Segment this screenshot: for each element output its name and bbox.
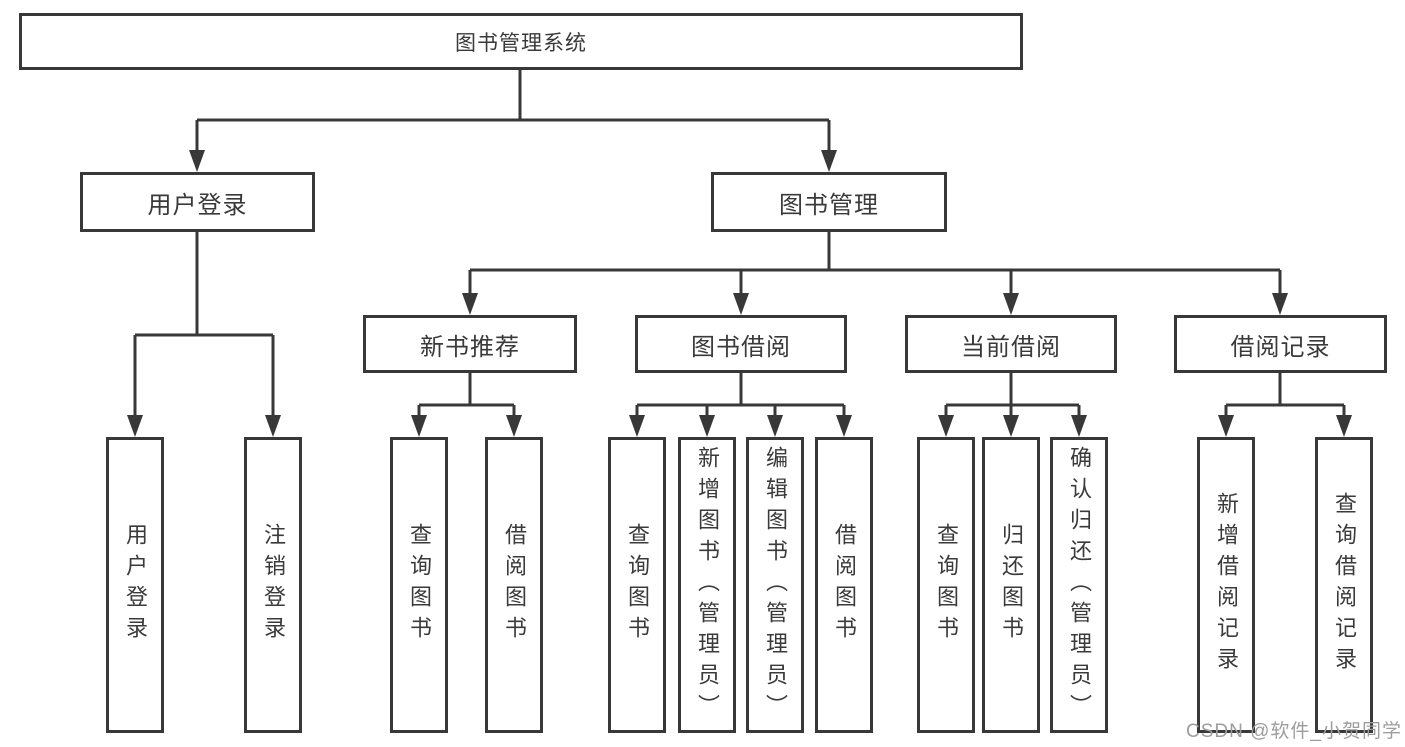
connector-book-borrowing-children	[629, 373, 852, 437]
node-leaf-borrowing-query-books: 查询图书	[608, 437, 666, 733]
node-leaf-return-books: 归还图书	[982, 437, 1040, 733]
connector-user-login-children	[127, 232, 281, 437]
connector-borrowing-records-children	[1218, 373, 1352, 437]
node-leaf-user-login: 用户登录	[106, 437, 164, 733]
csdn-watermark: CSDN @软件_小贺同学	[1186, 721, 1402, 742]
node-leaf-newbook-query-books: 查询图书	[390, 437, 448, 733]
node-leaf-newbook-borrow-books: 借阅图书	[485, 437, 543, 733]
node-new-book-recommend: 新书推荐	[363, 315, 577, 373]
node-book-borrowing: 图书借阅	[635, 315, 847, 373]
node-leaf-confirm-return-admin: 确认归还（管理员）	[1050, 437, 1108, 733]
node-library-management-system: 图书管理系统	[19, 13, 1023, 70]
connector-book-management-children	[462, 232, 1288, 315]
node-current-borrowing: 当前借阅	[905, 315, 1117, 373]
connector-new-book-children	[411, 373, 522, 437]
node-borrowing-records: 借阅记录	[1174, 315, 1387, 373]
connector-current-borrowing-children	[938, 373, 1087, 437]
node-leaf-borrowing-borrow-books: 借阅图书	[815, 437, 873, 733]
node-leaf-logout-login: 注销登录	[244, 437, 302, 733]
node-user-login: 用户登录	[80, 172, 315, 232]
node-leaf-current-query-books: 查询图书	[917, 437, 975, 733]
node-book-management: 图书管理	[711, 172, 947, 232]
node-leaf-add-borrow-record: 新增借阅记录	[1197, 437, 1255, 733]
connector-root-to-level2	[189, 70, 837, 172]
node-leaf-add-books-admin: 新增图书（管理员）	[678, 437, 736, 733]
node-leaf-query-borrow-record: 查询借阅记录	[1315, 437, 1373, 733]
node-leaf-edit-books-admin: 编辑图书（管理员）	[746, 437, 804, 733]
